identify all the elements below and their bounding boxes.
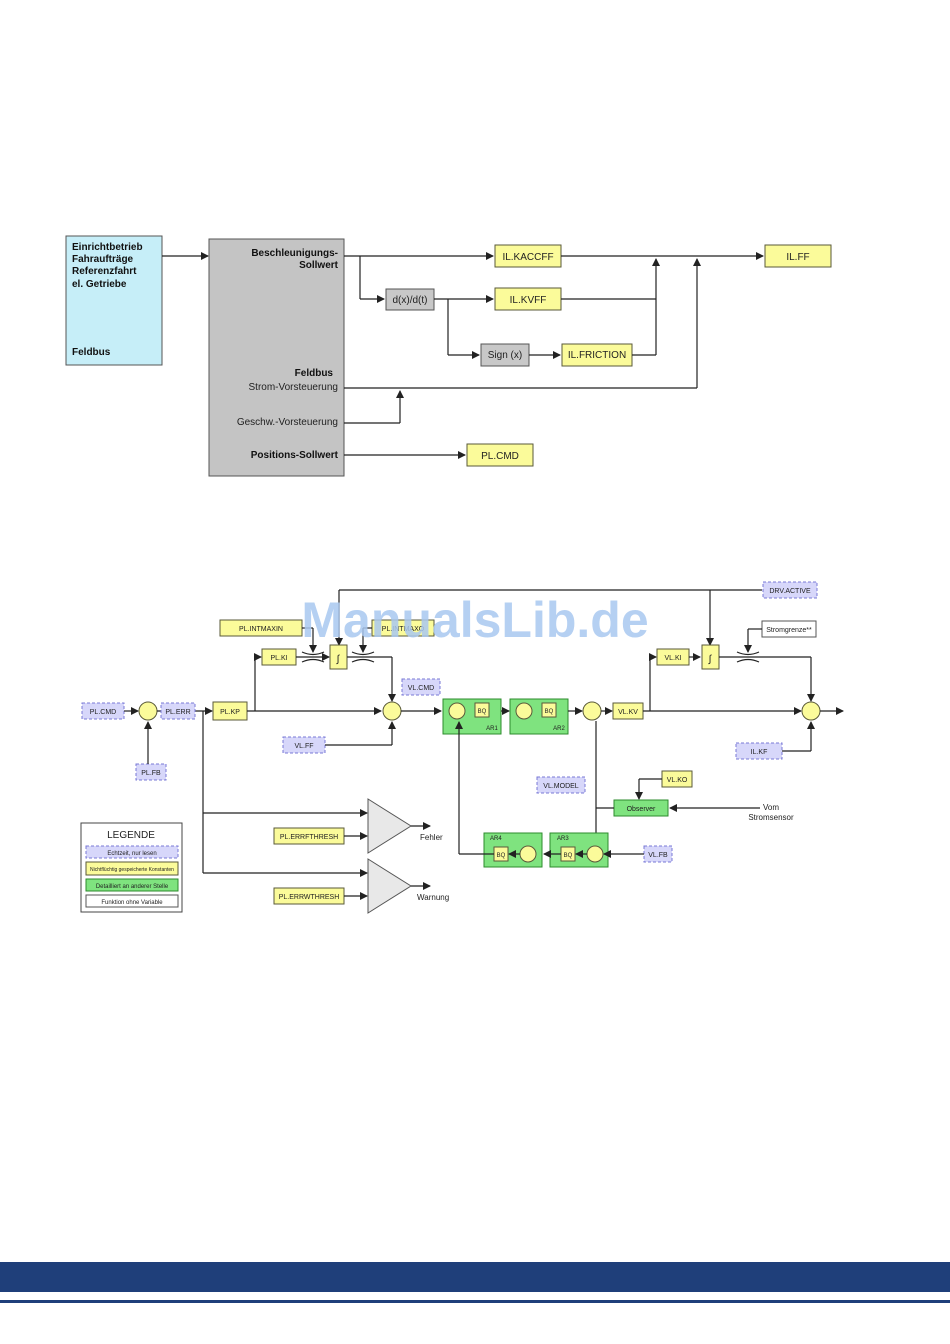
ilff-block	[764, 244, 832, 268]
plfb-block	[135, 763, 167, 781]
legend-item-3: Detailliert an anderer Stelle	[96, 884, 169, 890]
kaccff-label: IL.KACCFF	[502, 252, 553, 263]
ar3-bq: BQ	[564, 853, 573, 859]
plerrwthresh-label: PL.ERRWTHRESH	[279, 894, 340, 901]
sum-junction-3	[582, 701, 602, 721]
legend-detailed	[85, 878, 179, 892]
setpoint-block	[208, 238, 345, 477]
ilkf-block	[735, 742, 783, 760]
vlko-label: VL.KO	[667, 777, 688, 784]
plcmd-label-top: PL.CMD	[481, 451, 519, 462]
warnung-label: Warnung	[417, 893, 449, 902]
legend-item-1: Echtzeit, nur lesen	[107, 851, 156, 857]
drvactive-block	[762, 581, 818, 599]
error-comparator	[367, 798, 412, 854]
vlff-label: VL.FF	[294, 743, 313, 750]
ddt-label: d(x)/d(t)	[393, 295, 428, 306]
svg-text:∫: ∫	[708, 654, 713, 665]
plfb-label: PL.FB	[141, 770, 161, 777]
plcmd-label: PL.CMD	[90, 709, 116, 716]
accel-label-1: Beschleunigungs-	[251, 248, 338, 259]
warning-comparator	[367, 858, 412, 914]
plki-label: PL.KI	[270, 655, 287, 662]
plintmaxin-label: PL.INTMAXIN	[239, 626, 283, 633]
drvactive-label: DRV.ACTIVE	[769, 588, 811, 595]
vlcmd-block	[401, 678, 441, 696]
fehler-label: Fehler	[420, 833, 443, 842]
position-velocity-loop-diagram: DRV.ACTIVE PL.INTMAXIN PL.INTMAXO Stromg…	[80, 581, 844, 914]
plerr-label: PL.ERR	[165, 709, 190, 716]
ar3-label: AR3	[557, 836, 569, 842]
source-line-2: Fahraufträge	[72, 254, 134, 265]
legend-realtime	[85, 845, 179, 859]
vlki-label: VL.KI	[664, 655, 681, 662]
kvff-label: IL.KVFF	[510, 295, 547, 306]
legend-item-2: Nichtflüchtig gespeicherte Konstanten	[90, 867, 174, 873]
sum-junction-1	[138, 701, 158, 721]
vom-label: Vom	[763, 803, 779, 812]
watermark: ManualsLib.de	[301, 592, 648, 648]
sum-junction-2	[382, 701, 402, 721]
strom-label: Strom-Vorsteuerung	[249, 382, 339, 393]
plerr-block	[160, 702, 196, 720]
ar2-label: AR2	[553, 726, 565, 732]
plerrfthresh-label: PL.ERRFTHRESH	[280, 834, 338, 841]
plcmd-block-top	[466, 443, 534, 467]
geschw-label: Geschw.-Vorsteuerung	[237, 417, 338, 428]
ilkf-label: IL.KF	[751, 749, 768, 756]
vlmodel-block	[536, 776, 586, 794]
observer-label: Observer	[627, 806, 656, 813]
vlcmd-label: VL.CMD	[408, 685, 434, 692]
plintmaxo-label: PL.INTMAXO	[382, 626, 425, 633]
pos-label: Positions-Sollwert	[251, 450, 339, 461]
source-line-3: Referenzfahrt	[72, 266, 137, 277]
source-feldbus: Feldbus	[72, 347, 111, 358]
ilff-label: IL.FF	[786, 252, 809, 263]
footer-bar	[0, 1262, 950, 1292]
feedforward-diagram: Einrichtbetrieb Fahraufträge Referenzfah…	[65, 235, 832, 477]
svg-text:∫: ∫	[336, 654, 341, 665]
feldbus-label: Feldbus	[295, 368, 334, 379]
source-box	[65, 235, 163, 366]
legend-constants	[85, 861, 179, 876]
legend-function	[85, 894, 179, 908]
vlkv-label: VL.KV	[618, 709, 638, 716]
ar1-bq: BQ	[478, 709, 487, 715]
source-line-4: el. Getriebe	[72, 279, 127, 290]
vlfb-label: VL.FB	[648, 852, 668, 859]
ar4-bq: BQ	[497, 853, 506, 859]
ar4-label: AR4	[490, 836, 502, 842]
stromsensor-label: Stromsensor	[748, 813, 794, 822]
legend-title: LEGENDE	[107, 830, 155, 841]
vlmodel-label: VL.MODEL	[543, 783, 579, 790]
stromgrenze-label: Stromgrenze**	[766, 627, 812, 634]
ar2-bq: BQ	[545, 709, 554, 715]
friction-label: IL.FRICTION	[568, 350, 626, 361]
legend-item-4: Funktion ohne Variable	[101, 900, 163, 906]
plkp-label: PL.KP	[220, 709, 240, 716]
footer-line	[0, 1300, 950, 1303]
accel-label-2: Sollwert	[299, 260, 339, 271]
sum-junction-4	[801, 701, 821, 721]
source-line-1: Einrichtbetrieb	[72, 242, 143, 253]
sign-label: Sign (x)	[488, 350, 522, 361]
ar1-label: AR1	[486, 726, 498, 732]
